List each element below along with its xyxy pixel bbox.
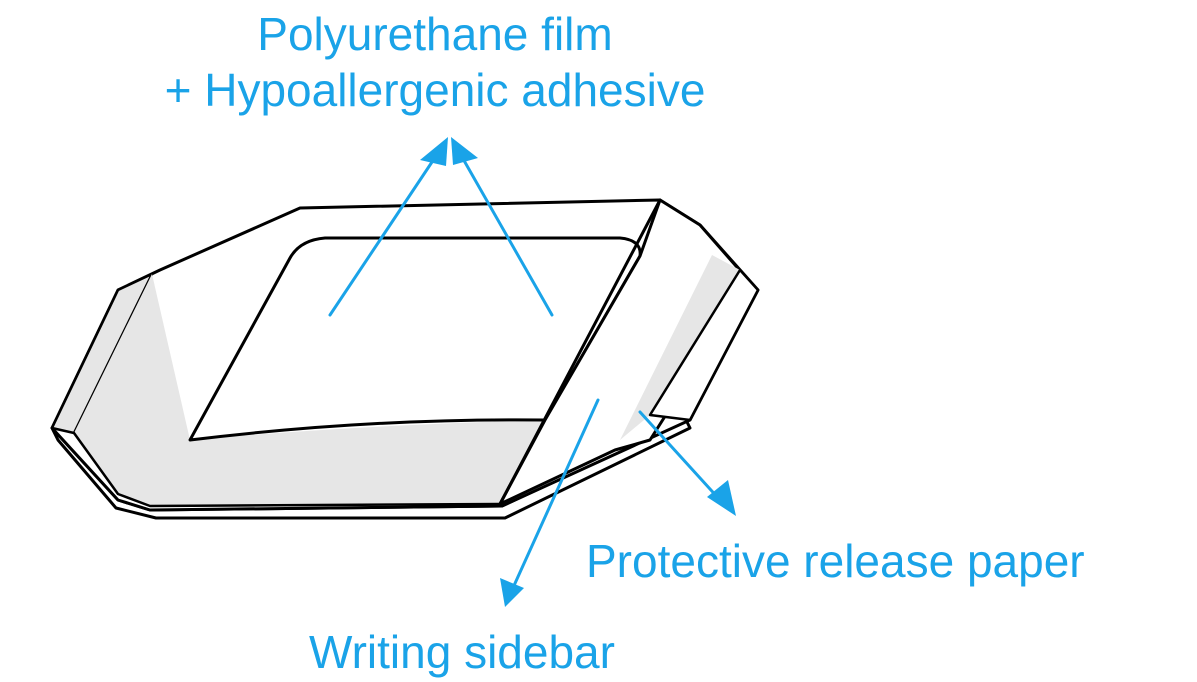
film-label-line1: Polyurethane film — [257, 8, 613, 60]
film-arrow-left-head — [420, 137, 448, 166]
film-label-line2: + Hypoallergenic adhesive — [164, 64, 706, 116]
release-arrow-head — [707, 480, 736, 516]
pointer-arrows — [328, 137, 736, 607]
writing-sidebar-panel — [498, 198, 752, 506]
release-paper-label: Protective release paper — [586, 535, 1085, 587]
adhesive-border-edge — [72, 431, 502, 508]
film-arrow-left — [328, 148, 442, 317]
sidebar-arrow — [510, 398, 600, 592]
sidebar-divider — [498, 198, 662, 506]
release-paper-fold — [648, 268, 760, 422]
adhesive-border-bottom — [74, 274, 545, 506]
dressing-illustration — [50, 198, 760, 520]
film-arrow-right-head — [451, 137, 478, 165]
release-arrow — [638, 410, 722, 502]
writing-sidebar-label: Writing sidebar — [309, 626, 615, 678]
release-paper-tab — [620, 255, 740, 440]
film-arrow-right — [456, 148, 554, 317]
film-adhesive-label: Polyurethane film + Hypoallergenic adhes… — [0, 6, 870, 118]
sidebar-arrow-head — [500, 578, 524, 607]
